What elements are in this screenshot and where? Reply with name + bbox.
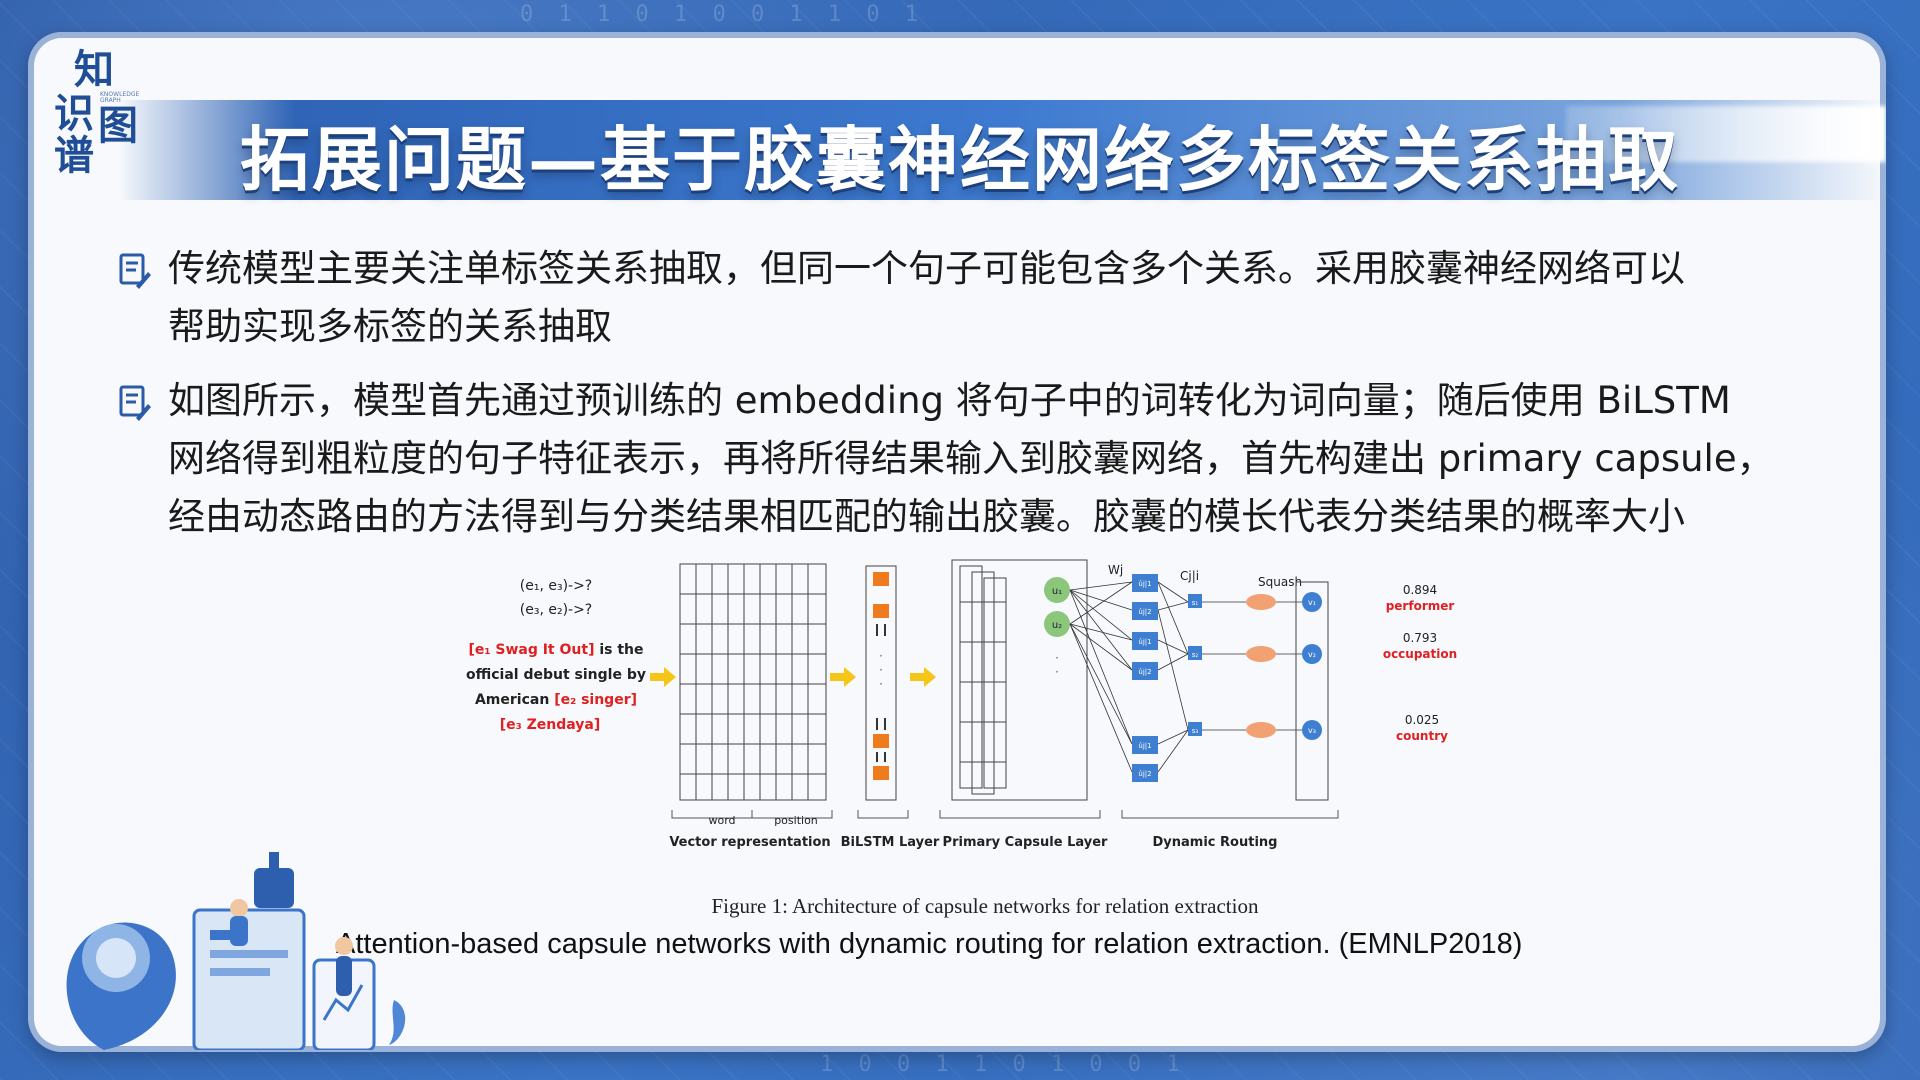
capsule-network-figure: (e₁, e₃)->? (e₃, e₂)->? [e₁ Swag It Out]… [466,559,1457,850]
output-capsule-column [1295,581,1329,801]
svg-text:·: · [1055,651,1059,665]
flow-arrow [650,667,676,687]
svg-text:·: · [1055,665,1059,679]
logo-char: 谱 [54,132,94,179]
layer-label: Vector representation [669,835,830,850]
output-label: occupation [1383,647,1457,661]
entity-e3: [e₃ Zendaya] [500,717,601,733]
svg-text:·: · [879,663,883,677]
squash-node [1246,594,1276,610]
s-node [1188,646,1202,660]
sentence-text: American [475,692,554,708]
title-band [118,100,1886,200]
v-node-label: v₃ [1308,726,1316,735]
logo-char: 识 [54,90,94,137]
figure-caption: Figure 1: Architecture of capsule networ… [711,894,1259,918]
background-digits: 1 0 0 1 1 0 1 0 0 1 [820,1052,1186,1077]
routing-edges [1069,581,1306,773]
bullet-item: 如图所示，模型首先通过预训练的 embedding 将句子中的词转化为词向量；随… [118,372,1888,546]
title-highlight [1566,106,1886,162]
pred-capsule-label: ûj|2 [1138,770,1151,778]
sub-label-position: position [774,814,818,827]
s-node-label: s₂ [1192,651,1199,659]
bracket [939,810,1101,819]
v-node [1302,592,1322,612]
bullet-line: 如图所示，模型首先通过预训练的 embedding 将句子中的词转化为词向量；随… [168,379,1731,422]
v-node-label: v₁ [1308,598,1316,607]
flow-arrow [830,667,856,687]
svg-text:·: · [879,677,883,691]
slide-card [28,32,1886,1052]
bullet-line: 帮助实现多标签的关系抽取 [168,305,612,348]
note-pen-icon [119,385,151,421]
s-node [1188,722,1202,736]
pred-capsule-label: ûj|2 [1138,608,1151,616]
svg-text:·: · [879,649,883,663]
primary-capsule-node [1044,611,1070,637]
output-label: performer [1386,599,1455,613]
bullet-line: 网络得到粗粒度的句子特征表示，再将所得结果输入到胶囊网络，首先构建出 prima… [168,437,1774,480]
embedding-grid [679,563,827,801]
primary-capsule-node [1044,577,1070,603]
page-title: 拓展问题—基于胶囊神经网络多标签关系抽取 [240,118,1680,201]
bullet-item: 传统模型主要关注单标签关系抽取，但同一个句子可能包含多个关系。采用胶囊神经网络可… [118,240,1888,356]
v-node [1302,644,1322,664]
v-node-label: v₂ [1308,650,1316,659]
query-text: (e₃, e₂)->? [520,602,593,618]
pred-capsule-label: ûj|1 [1138,742,1151,750]
output-prob: 0.025 [1405,713,1439,727]
bracket [671,810,833,819]
pred-capsule-label: ûj|1 [1138,638,1151,646]
robot-illustration [66,852,406,1050]
layer-label: Primary Capsule Layer [943,835,1108,850]
pred-capsule-label: ûj|2 [1138,668,1151,676]
logo-tagline: KNOWLEDGE GRAPH [100,91,140,104]
entity-e1: [e₁ Swag It Out] [468,642,594,658]
predicted-capsules [1132,574,1158,782]
routing-label-wj: Wj [1108,563,1123,577]
pred-capsule-label: ûj|1 [1138,580,1151,588]
bracket [1121,810,1339,819]
output-prob: 0.793 [1403,631,1437,645]
bilstm-layer: · · · [865,565,897,801]
sentence-line: American [e₂ singer] [475,692,637,708]
sentence-line: [e₁ Swag It Out] is the [468,642,643,658]
query-text: (e₁, e₃)->? [520,578,593,594]
s-node-label: s₁ [1192,599,1199,607]
sub-label-word: word [708,814,735,827]
routing-label-cji: Cj|i [1180,569,1199,583]
bullet-line: 经由动态路由的方法得到与分类结果相匹配的输出胶囊。胶囊的模长代表分类结果的概率大… [168,495,1685,538]
bullet-line: 传统模型主要关注单标签关系抽取，但同一个句子可能包含多个关系。采用胶囊神经网络可… [168,247,1685,290]
logo-char: 知 [74,46,114,93]
entity-e2: [e₂ singer] [554,692,637,708]
primary-capsule-label: u₁ [1052,586,1062,597]
v-node [1302,720,1322,740]
layer-label: Dynamic Routing [1153,835,1278,850]
s-node-label: s₃ [1192,727,1199,735]
sentence-line: official debut single by [466,667,646,683]
output-label: country [1396,729,1448,743]
routing-label-squash: Squash [1258,575,1302,589]
logo-char: 图 [98,102,138,149]
primary-capsule-layer [951,559,1088,801]
squash-node [1246,646,1276,662]
bracket [857,810,909,819]
layer-label: BiLSTM Layer [841,835,940,850]
primary-capsule-label: u₂ [1052,620,1062,631]
logo: 知 识 图 谱 KNOWLEDGE GRAPH [52,44,152,179]
sentence-text: is the [594,642,643,658]
squash-node [1246,722,1276,738]
s-node [1188,594,1202,608]
flow-arrow [910,667,936,687]
note-pen-icon [119,253,151,289]
background-digits: 0 1 1 0 1 0 0 1 1 0 1 [520,2,925,27]
paper-citation: Attention-based capsule networks with dy… [336,928,1523,960]
output-prob: 0.894 [1403,583,1437,597]
